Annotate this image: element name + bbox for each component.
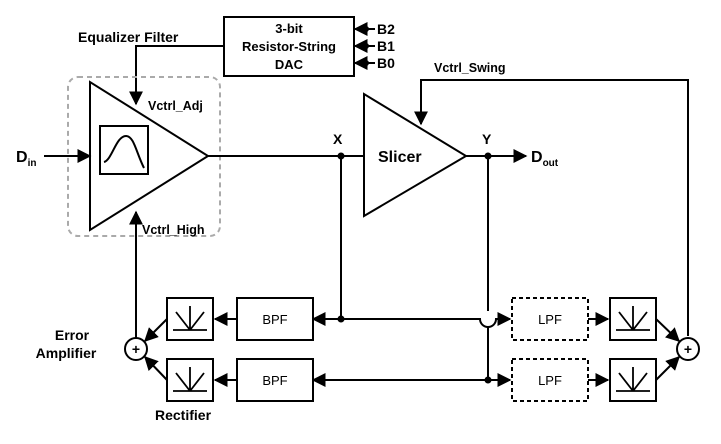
- dac-line1: 3-bit: [275, 21, 303, 36]
- bit-label-b2: B2: [377, 21, 395, 37]
- lower-left-rectifier: [166, 358, 214, 402]
- lower-bpf: BPF: [236, 358, 314, 402]
- swing-summer: [676, 337, 700, 361]
- vctrl-adj-label: Vctrl_Adj: [148, 99, 203, 113]
- y-node-dot: [484, 152, 492, 160]
- lower-lpf-label: LPF: [538, 373, 562, 388]
- upper-bpf-label: BPF: [262, 312, 287, 327]
- rectifier-label: Rectifier: [155, 407, 212, 423]
- rect-upper-to-sum-wire: [144, 318, 168, 342]
- dac-to-equalizer-wire: [129, 45, 224, 106]
- upper-lpf-label: LPF: [538, 312, 562, 327]
- rect-lower-to-sum-wire: [144, 355, 168, 381]
- bit-node-b2: [363, 26, 369, 32]
- rect-lower-right-to-sum-wire: [655, 356, 680, 381]
- vctrl-swing-label: Vctrl_Swing: [434, 61, 506, 75]
- x-node-dot: [337, 152, 345, 160]
- swing-plus: +: [684, 341, 692, 357]
- vctrl-high-label: Vctrl_High: [142, 223, 205, 237]
- upper-bpf: BPF: [236, 297, 314, 341]
- dac-line2: Resistor-String: [242, 39, 336, 54]
- dac-block: 3-bit Resistor-String DAC: [223, 16, 355, 77]
- bit-label-b0: B0: [377, 55, 395, 71]
- din-label: Din: [16, 149, 36, 169]
- rect-upper-right-to-sum-wire: [655, 318, 681, 342]
- upper-right-rectifier: [609, 297, 657, 341]
- error-amp-plus: +: [132, 341, 140, 357]
- upper-left-rectifier: [166, 297, 214, 341]
- node-x-label: X: [333, 131, 343, 147]
- dout-label: Dout: [531, 149, 559, 169]
- upper-lpf: LPF: [511, 297, 589, 341]
- x-to-upper-lpf-wire-b: [341, 312, 512, 328]
- slicer-label: Slicer: [378, 149, 422, 166]
- error-amp-label-1: Error: [55, 327, 90, 343]
- bit-label-b1: B1: [377, 38, 395, 54]
- node-y-label: Y: [482, 131, 492, 147]
- equalizer-title: Equalizer Filter: [78, 29, 179, 45]
- lower-right-rectifier: [609, 358, 657, 402]
- vctrl-swing-wire: [414, 79, 689, 336]
- lower-bpf-label: BPF: [262, 373, 287, 388]
- error-amp-label-2: Amplifier: [36, 345, 97, 361]
- bit-node-b1: [363, 43, 369, 49]
- lower-lpf: LPF: [511, 358, 589, 402]
- dac-line3: DAC: [275, 57, 304, 72]
- frequency-response-icon: [99, 125, 149, 175]
- bit-node-b0: [363, 60, 369, 66]
